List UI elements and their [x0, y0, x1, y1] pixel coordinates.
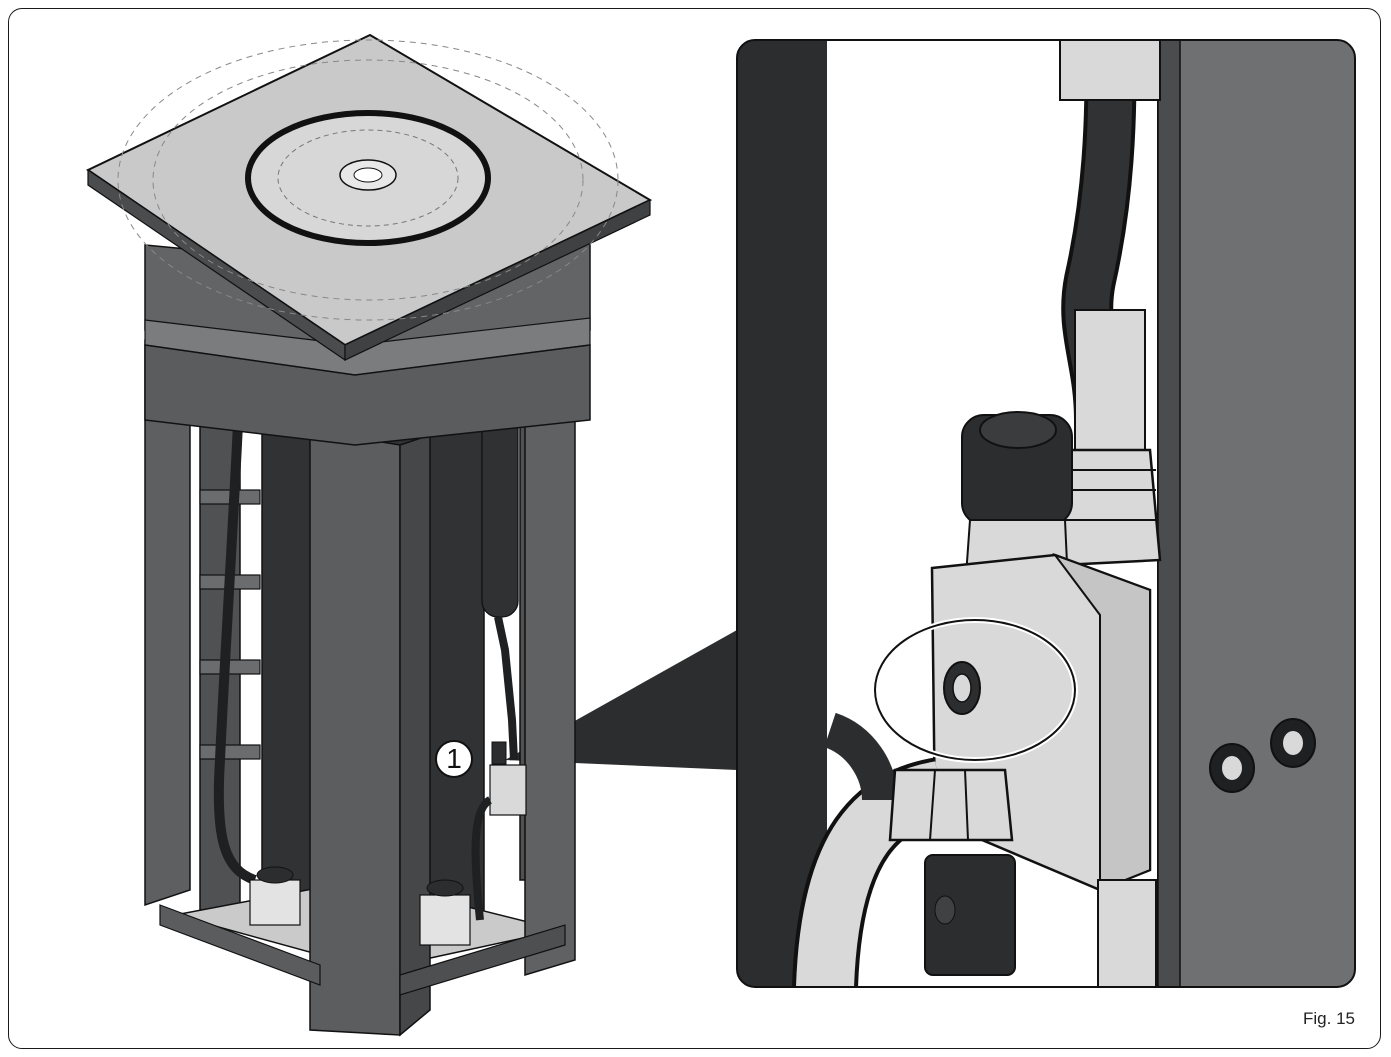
base-mounts — [249, 866, 471, 946]
panel-screws — [1209, 718, 1316, 793]
figure-caption: Fig. 15 — [1303, 1009, 1355, 1028]
callout-1: 1 — [435, 740, 473, 778]
plate-slots — [117, 39, 619, 321]
zoom-panel-border — [736, 39, 1356, 988]
zoom-panel — [737, 40, 1355, 987]
solenoid-coil — [924, 854, 1016, 976]
lift-column-assembly — [86, 33, 653, 1037]
valve-block-small — [489, 764, 527, 816]
front-post-right — [524, 343, 576, 977]
front-post-center — [309, 429, 401, 1036]
